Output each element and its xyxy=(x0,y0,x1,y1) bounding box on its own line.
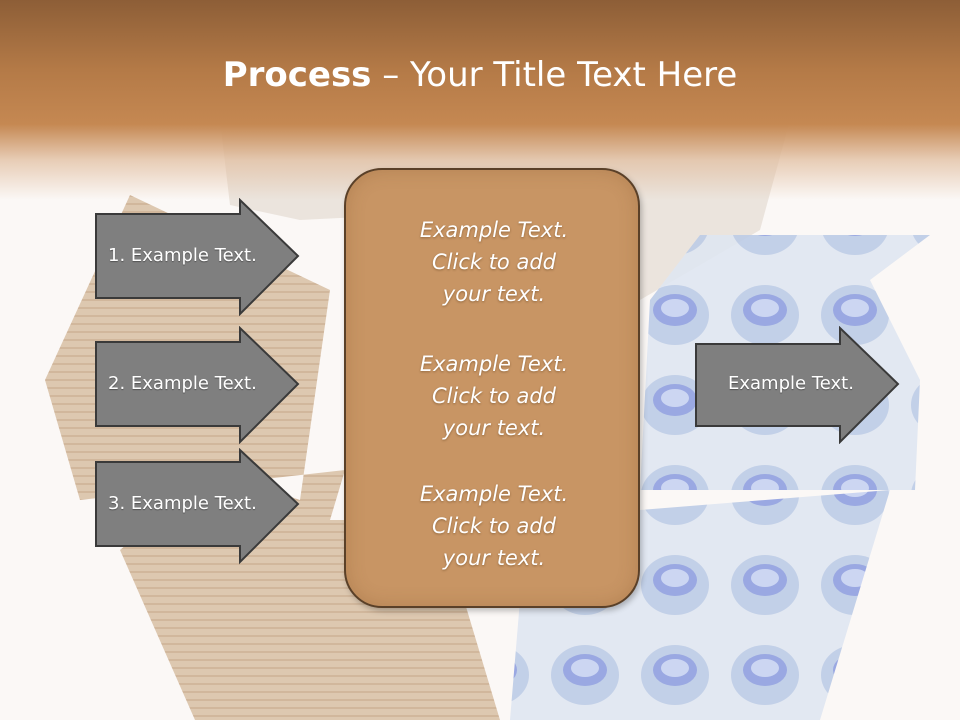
center-paragraph-3-line-2: Click to add xyxy=(431,514,556,538)
center-paragraph-2-line-1: Example Text. xyxy=(419,352,569,376)
right-arrow-label: Example Text. xyxy=(728,373,854,394)
left-arrow-3[interactable]: 3. Example Text. xyxy=(94,448,300,566)
center-paragraph-2-line-2: Click to add xyxy=(431,384,556,408)
center-paragraph-3-line-1: Example Text. xyxy=(419,482,569,506)
center-paragraph-1-line-3: your text. xyxy=(442,282,546,306)
title-band xyxy=(0,0,960,200)
right-arrow[interactable]: Example Text. xyxy=(694,326,900,444)
center-paragraph-1: Example Text. Click to add your text. xyxy=(346,214,642,310)
center-paragraph-1-line-1: Example Text. xyxy=(419,218,569,242)
center-paragraph-3: Example Text. Click to add your text. xyxy=(346,478,642,574)
left-arrow-2[interactable]: 2. Example Text. xyxy=(94,326,300,444)
bottles-segment-lower xyxy=(510,490,890,720)
center-paragraph-2: Example Text. Click to add your text. xyxy=(346,348,642,444)
center-paragraph-1-line-2: Click to add xyxy=(431,250,556,274)
left-arrow-1[interactable]: 1. Example Text. xyxy=(94,198,300,316)
slide-title[interactable]: Process – Your Title Text Here xyxy=(0,52,960,98)
center-paragraph-2-line-3: your text. xyxy=(442,416,546,440)
left-arrow-3-label: 3. Example Text. xyxy=(108,493,257,514)
center-text-box[interactable]: Example Text. Click to add your text. Ex… xyxy=(344,168,640,608)
title-rest-text: – Your Title Text Here xyxy=(371,55,738,95)
title-bold-text: Process xyxy=(222,55,372,95)
left-arrow-1-label: 1. Example Text. xyxy=(108,245,257,266)
left-arrow-2-label: 2. Example Text. xyxy=(108,373,257,394)
center-paragraph-3-line-3: your text. xyxy=(442,546,546,570)
